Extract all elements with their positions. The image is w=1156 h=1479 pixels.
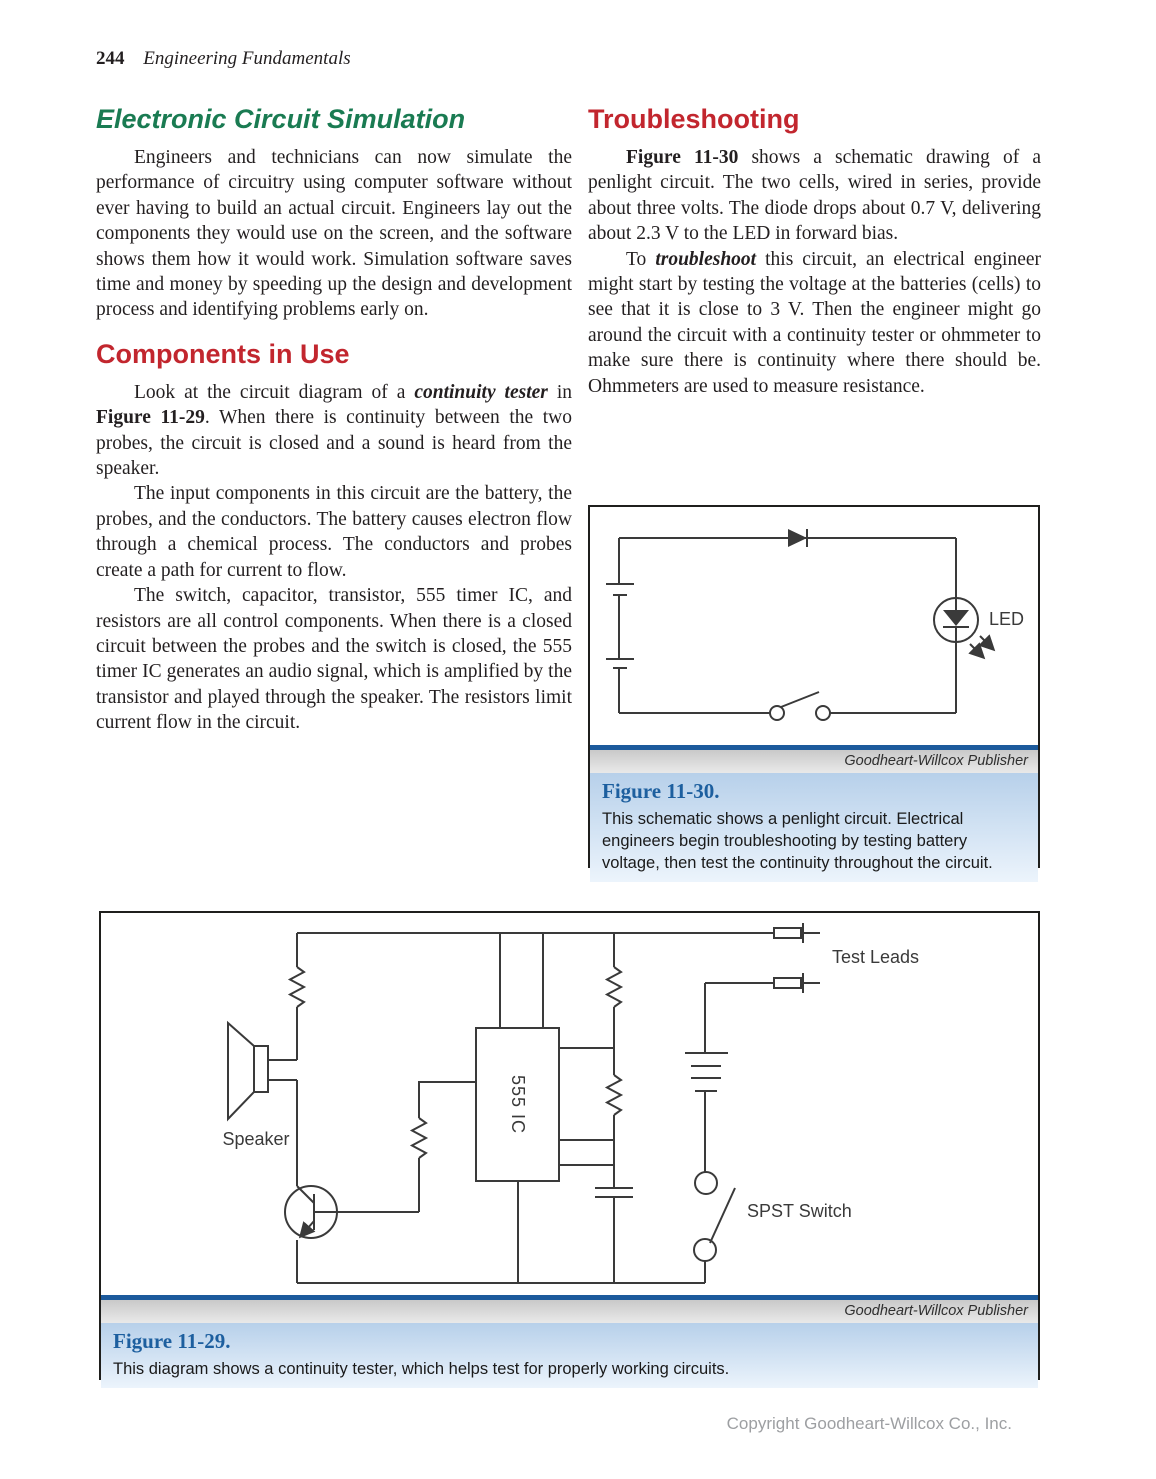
resistor-symbol-r2 [409,1117,429,1159]
right-column: Troubleshooting Figure 11-30 shows a sch… [588,103,1041,399]
spst-switch-label: SPST Switch [747,1201,852,1221]
speaker-label: Speaker [222,1129,290,1149]
continuity-tester-schematic: Speaker 555 IC Test Leads SPST Switch [101,913,1038,1295]
figure-11-29: Speaker 555 IC Test Leads SPST Switch Go… [99,911,1040,1388]
figure-credit: Goodheart-Willcox Publisher [590,750,1038,773]
continuity-tester-svg [227,923,820,1284]
battery-symbol [606,583,634,669]
speaker-symbol [227,1020,297,1122]
wire [418,1081,476,1118]
book-title: Engineering Fundamentals [143,48,351,69]
spst-switch-symbol [693,1171,736,1262]
figure-label: Figure 11-30. [602,779,720,803]
ic-pins-right [559,1047,614,1166]
page-number: 244 [96,48,125,69]
ic-pins-vertical [499,933,544,1283]
body-paragraph: The switch, capacitor, transistor, 555 t… [96,585,572,734]
diode-symbol [788,529,808,547]
test-lead-symbol-top [773,923,820,943]
led-symbol [933,597,996,660]
body-paragraph: The input components in this circuit are… [96,483,572,581]
penlight-circuit-svg [606,529,996,721]
transistor-symbol [284,1185,419,1239]
copyright-notice: Copyright Goodheart-Willcox Co., Inc. [726,1414,1012,1433]
resistor-symbol-r3 [604,966,624,1008]
capacitor-symbol [595,1187,633,1198]
heading-electronic-circuit-simulation: Electronic Circuit Simulation [96,104,466,134]
body-paragraph: To troubleshoot this circuit, an electri… [588,248,1042,397]
resistor-symbol-r1 [287,966,307,1008]
body-paragraph: Figure 11-30 shows a schematic drawing o… [588,147,1041,245]
figure-caption-text: This diagram shows a continuity tester, … [113,1360,730,1378]
body-paragraph: Engineers and technicians can now simula… [96,147,572,321]
test-lead-symbol-bottom [773,973,820,993]
test-leads-label: Test Leads [832,947,920,967]
figure-label: Figure 11-29. [113,1329,231,1353]
penlight-circuit-schematic: LED [590,507,1038,745]
body-paragraph: Look at the circuit diagram of a continu… [96,381,572,480]
led-label: LED [989,609,1025,629]
heading-components-in-use: Components in Use [96,338,350,369]
figure-caption: Figure 11-30. This schematic shows a pen… [590,773,1038,882]
figure-credit: Goodheart-Willcox Publisher [101,1300,1038,1323]
figure-divider-bar [590,745,1038,750]
left-column: Electronic Circuit Simulation Engineers … [96,103,572,736]
figure-11-30: LED Goodheart-Willcox Publisher Figure 1… [588,505,1040,882]
figure-divider-bar [101,1295,1038,1300]
page-header: 244 Engineering Fundamentals [96,48,351,70]
figure-caption-text: This schematic shows a penlight circuit.… [602,810,993,872]
figure-caption: Figure 11-29. This diagram shows a conti… [101,1323,1038,1388]
resistor-symbol-r4 [604,1074,624,1116]
battery-symbol [685,1052,728,1092]
heading-troubleshooting: Troubleshooting [588,104,800,134]
ic-555-label: 555 IC [508,1074,528,1135]
switch-symbol [769,691,831,721]
